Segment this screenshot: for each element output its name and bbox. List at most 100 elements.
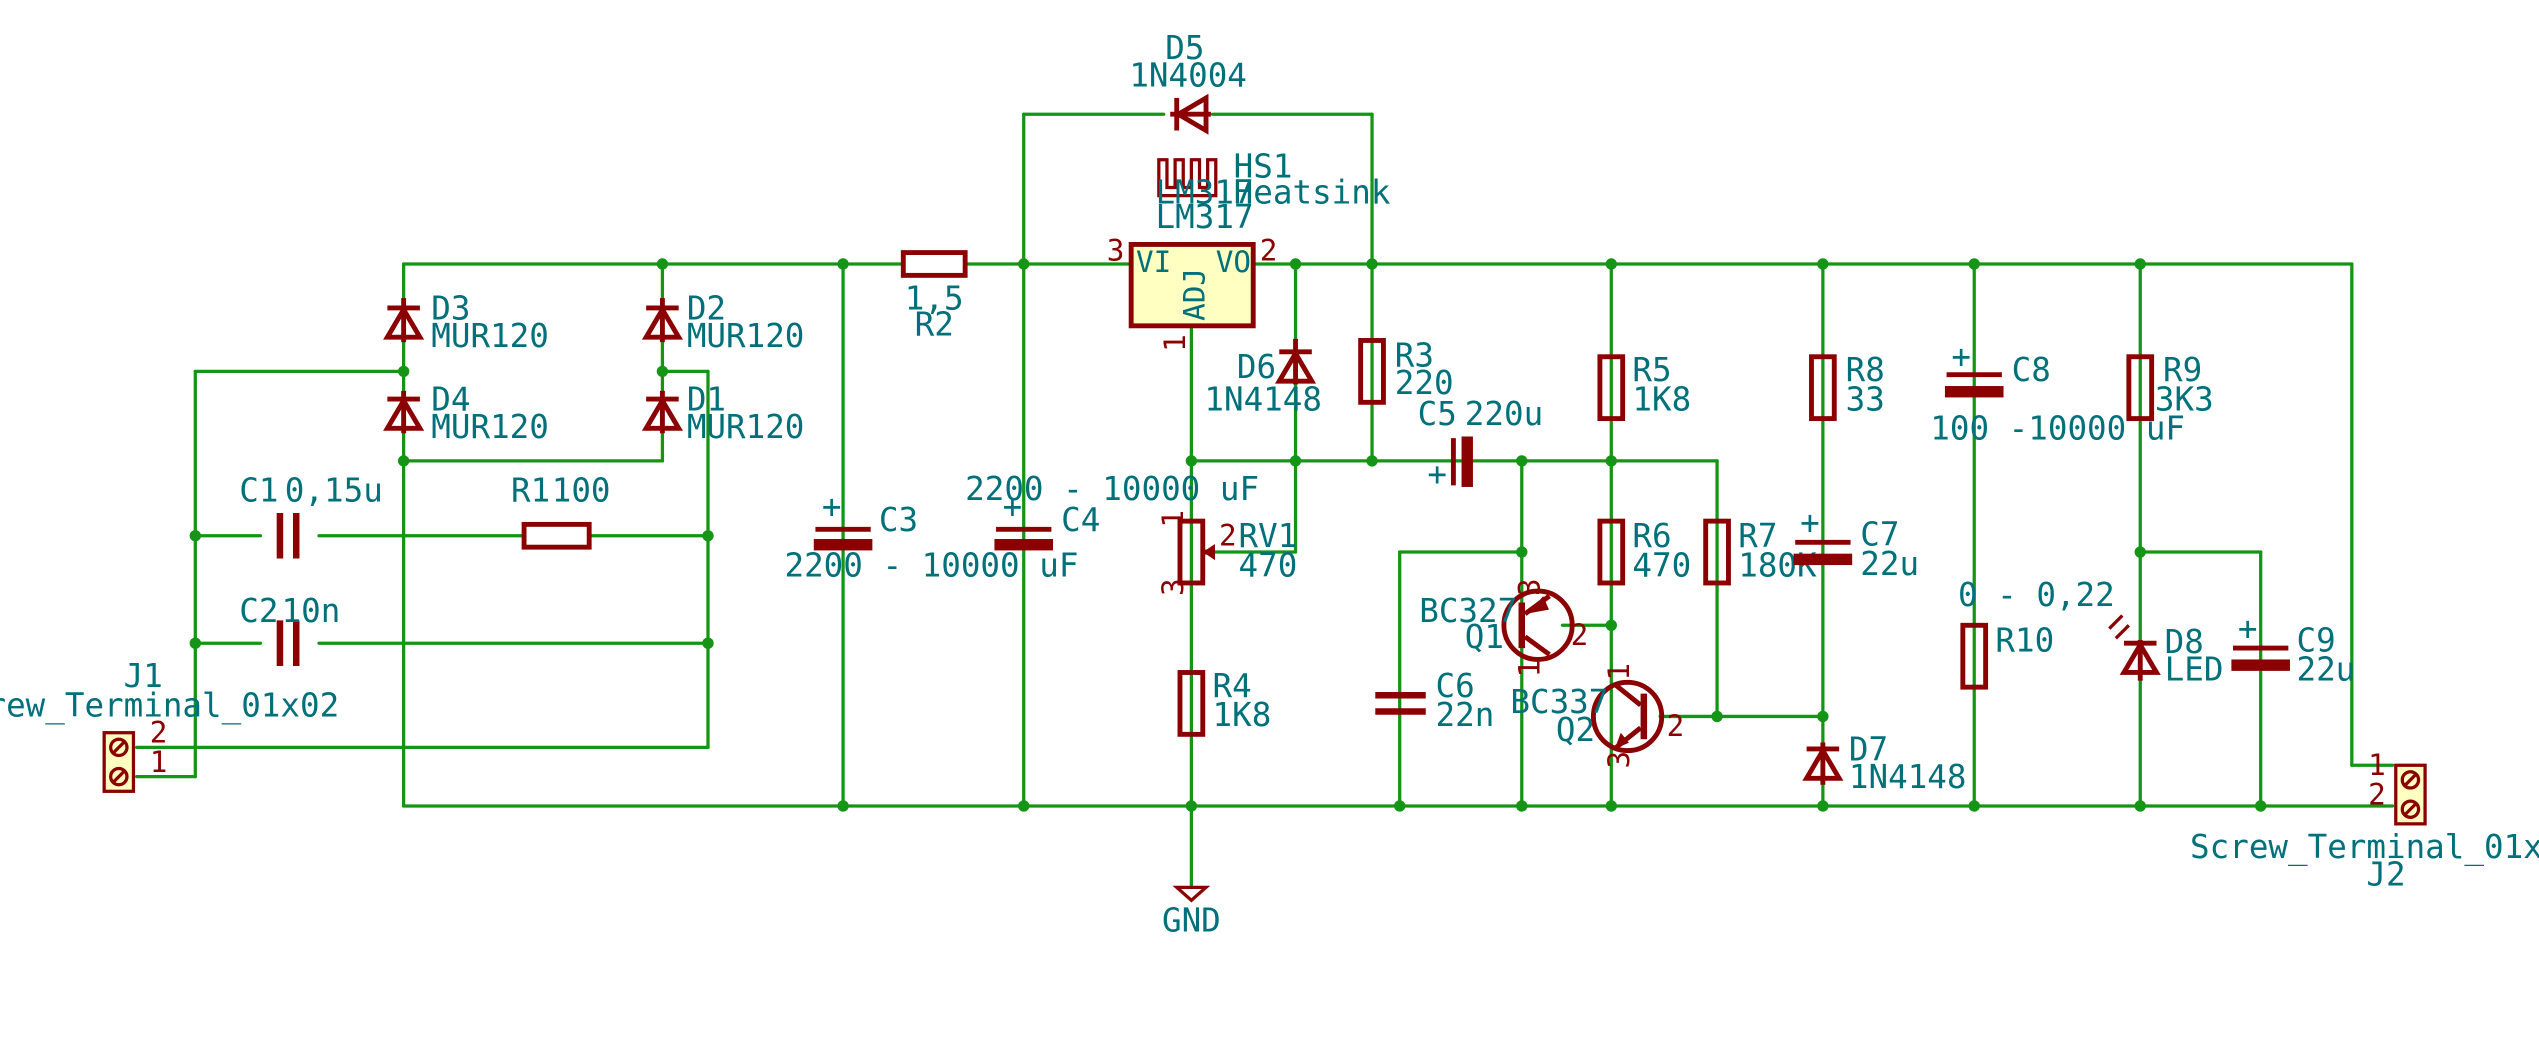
pin-num-in: 3 [1107,234,1125,268]
r7-ref: R7 [1738,517,1777,555]
transistor-q2[interactable]: BC337 Q2 2 1 3 [1510,663,1684,769]
diode-d2[interactable]: D2 MUR120 [641,289,805,355]
d6-ref: D6 [1237,348,1276,386]
c8-value: 100 -10000 uF [1930,410,2185,448]
resistor-r5[interactable]: R5 1K8 [1597,351,1691,422]
capacitor-c2[interactable]: C2 10n [239,592,340,666]
rv1-pin3: 3 [1156,578,1190,596]
q1-pin1: 1 [1513,660,1547,678]
resistor-r9[interactable]: R9 3K3 [2126,351,2214,422]
resistor-r4[interactable]: R4 1K8 [1177,667,1272,737]
transistor-q1[interactable]: BC327 Q1 2 3 1 [1419,578,1588,677]
heatsink-hs1[interactable]: HS1 Heatsink LM317 LM317 [1156,148,1391,236]
r6-ref: R6 [1632,517,1671,555]
capacitor-c8[interactable]: + C8 100 -10000 uF [1930,338,2185,448]
rv1-ref: RV1 [1239,517,1298,555]
r4-ref: R4 [1213,667,1252,705]
wires [135,112,2395,889]
rv1-value: 470 [1239,546,1298,584]
c4-plus: + [1003,488,1023,526]
ground-symbol: GND [1162,885,1221,939]
pin-num-adj: 1 [1158,334,1192,352]
c3-ref: C3 [879,501,918,539]
c3-value: 2200 - 10000 uF [784,546,1078,584]
q1-ref: Q1 [1465,618,1504,656]
capacitor-c7[interactable]: + C7 22u [1793,504,1919,583]
c6-value: 22n [1436,696,1495,734]
hs1-ref: HS1 [1234,148,1293,186]
c8-ref: C8 [2012,351,2051,389]
capacitor-c6[interactable]: C6 22n [1375,667,1494,734]
rv1-pin2: 2 [1219,519,1237,553]
c7-plus: + [1800,504,1820,542]
d1-value: MUR120 [687,408,805,446]
diode-d1[interactable]: D1 MUR120 [641,380,805,446]
q2-pin1: 1 [1602,663,1636,681]
c2-ref: C2 [239,592,278,630]
diode-d4[interactable]: D4 MUR120 [383,380,549,446]
c1-value: 0,15u [285,472,383,510]
diode-d5[interactable]: D5 1N4004 [1129,29,1247,135]
d4-ref: D4 [431,380,470,418]
capacitor-c1[interactable]: C1 0,15u [239,472,383,559]
screw-terminal-j2[interactable]: 1 2 Screw_Terminal_01x02 J2 [2190,748,2539,894]
resistor-r6[interactable]: R6 470 [1597,517,1691,586]
r5-ref: R5 [1632,351,1671,389]
r9-value: 3K3 [2155,380,2214,418]
capacitor-c4[interactable]: + C4 2200 - 10000 uF [965,470,1259,551]
c3-plus: + [822,488,842,526]
c6-ref: C6 [1436,667,1475,705]
d5-ref: D5 [1165,29,1204,67]
r3-ref: R3 [1395,337,1434,375]
diode-d6[interactable]: D6 1N4148 [1204,338,1322,419]
r7-value: 180K [1738,546,1817,584]
screw-terminal-j1[interactable]: J1 Screw_Terminal_01x02 2 1 [0,657,339,793]
resistor-r2[interactable]: 1,5 R2 [900,250,968,344]
resistor-r8[interactable]: R8 33 [1809,351,1885,422]
d8-value: LED [2165,651,2224,689]
j1-value: Screw_Terminal_01x02 [0,686,339,724]
r8-value: 33 [1846,380,1885,418]
resistor-r7[interactable]: R7 180K [1703,517,1817,586]
c7-ref: C7 [1860,516,1899,554]
potentiometer-rv1[interactable]: RV1 470 1 2 3 [1156,510,1297,596]
regulator-lm317[interactable]: VI VO ADJ 3 2 1 [1107,234,1278,352]
r1-value: 100 [552,472,611,510]
d3-value: MUR120 [431,317,549,355]
hs1-value: Heatsink [1234,174,1391,212]
c5-ref: C5 [1418,395,1457,433]
resistor-r3[interactable]: R3 220 [1358,337,1454,405]
c5-value: 220u [1465,395,1543,433]
r10-value: 0 - 0,22 [1958,576,2115,614]
capacitor-c5[interactable]: + C5 220u [1418,395,1544,493]
pin-vi-label: VI [1136,245,1171,279]
d2-ref: D2 [687,289,726,327]
r10-ref: R10 [1995,621,2054,659]
pin-adj-label: ADJ [1177,268,1211,321]
j1-pin1: 1 [150,745,168,779]
c1-ref: C1 [239,472,278,510]
d8-ref: D8 [2165,623,2204,661]
diode-d7[interactable]: D7 1N4148 [1802,730,1967,796]
c5-plus: + [1427,455,1447,493]
capacitor-c3[interactable]: + C3 2200 - 10000 uF [784,488,1078,585]
led-d8[interactable]: D8 LED [2108,614,2224,689]
r4-value: 1K8 [1213,696,1272,734]
c7-value: 22u [1860,545,1919,583]
pin-num-out: 2 [1260,234,1278,268]
d5-value: 1N4004 [1129,57,1247,95]
rv1-pin1: 1 [1156,510,1190,528]
capacitor-c9[interactable]: + C9 22u [2231,610,2355,689]
c9-plus: + [2238,610,2258,648]
c2-value: 10n [282,592,341,630]
resistor-r10[interactable]: 0 - 0,22 R10 [1958,576,2115,690]
d2-value: MUR120 [687,317,805,355]
r5-value: 1K8 [1632,380,1691,418]
r6-value: 470 [1632,546,1691,584]
diode-d3[interactable]: D3 MUR120 [383,289,549,355]
r2-value: 1,5 [905,280,964,318]
j2-value: Screw_Terminal_01x02 [2190,828,2539,866]
resistor-r1[interactable]: R1 100 [511,472,611,550]
r3-value: 220 [1395,364,1454,402]
d1-ref: D1 [687,380,726,418]
